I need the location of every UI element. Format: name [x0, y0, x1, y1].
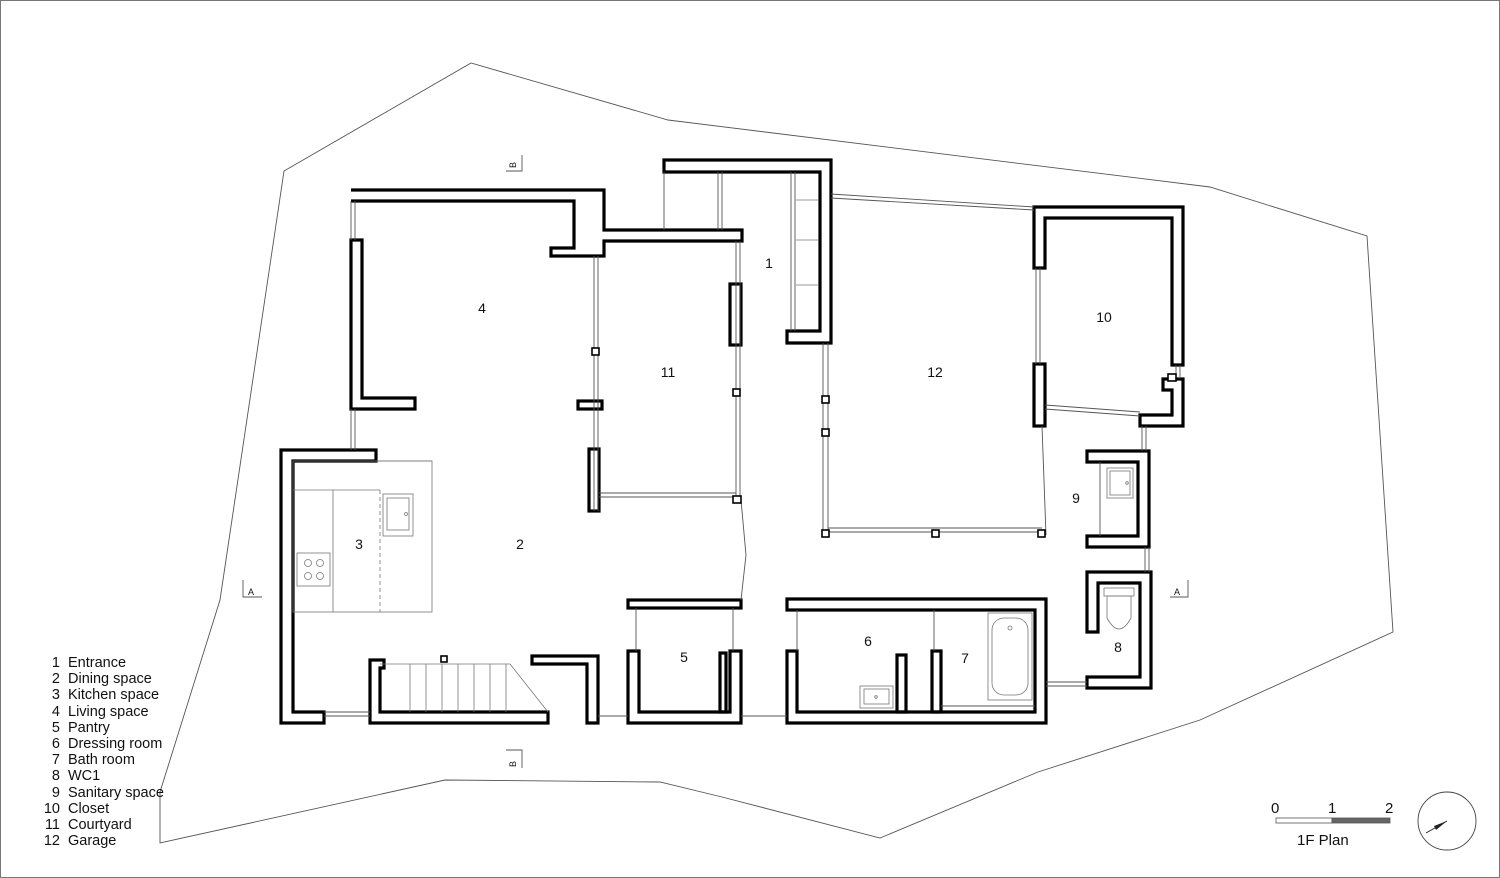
svg-text:B: B [508, 761, 518, 767]
room-number-12: 12 [927, 364, 943, 380]
scale-tick-0: 0 [1271, 800, 1280, 817]
section-marker-b-bottom: B [506, 749, 523, 768]
room-number-3: 3 [355, 536, 363, 552]
section-marker-b-top: B [506, 155, 523, 172]
room-number-1: 1 [765, 255, 773, 271]
scale-tick-1: 1 [1328, 800, 1337, 817]
site-boundary [159, 62, 1394, 844]
svg-text:B: B [508, 162, 518, 168]
room-number-2: 2 [516, 536, 524, 552]
scale-bar [1275, 817, 1391, 824]
north-arrow-icon [1417, 791, 1477, 851]
room-number-10: 10 [1096, 309, 1112, 325]
fixtures [292, 199, 1135, 713]
glazing-lines [324, 172, 1181, 717]
section-marker-a-left: A [242, 580, 262, 598]
room-number-8: 8 [1114, 639, 1122, 655]
room-number-11: 11 [661, 364, 676, 380]
svg-text:A: A [1174, 587, 1180, 597]
room-number-9: 9 [1072, 490, 1080, 506]
plan-title: 1F Plan [1297, 832, 1349, 849]
walls [279, 158, 1185, 725]
columns [591, 347, 1177, 538]
room-number-4: 4 [478, 300, 486, 316]
room-number-6: 6 [864, 633, 872, 649]
scale-tick-2: 2 [1385, 800, 1394, 817]
svg-text:A: A [248, 587, 254, 597]
section-marker-a-right: A [1170, 580, 1189, 598]
room-number-7: 7 [961, 650, 969, 666]
room-number-5: 5 [680, 649, 688, 665]
room-labels: 1 2 3 4 5 6 7 8 9 10 11 12 [355, 255, 1122, 666]
